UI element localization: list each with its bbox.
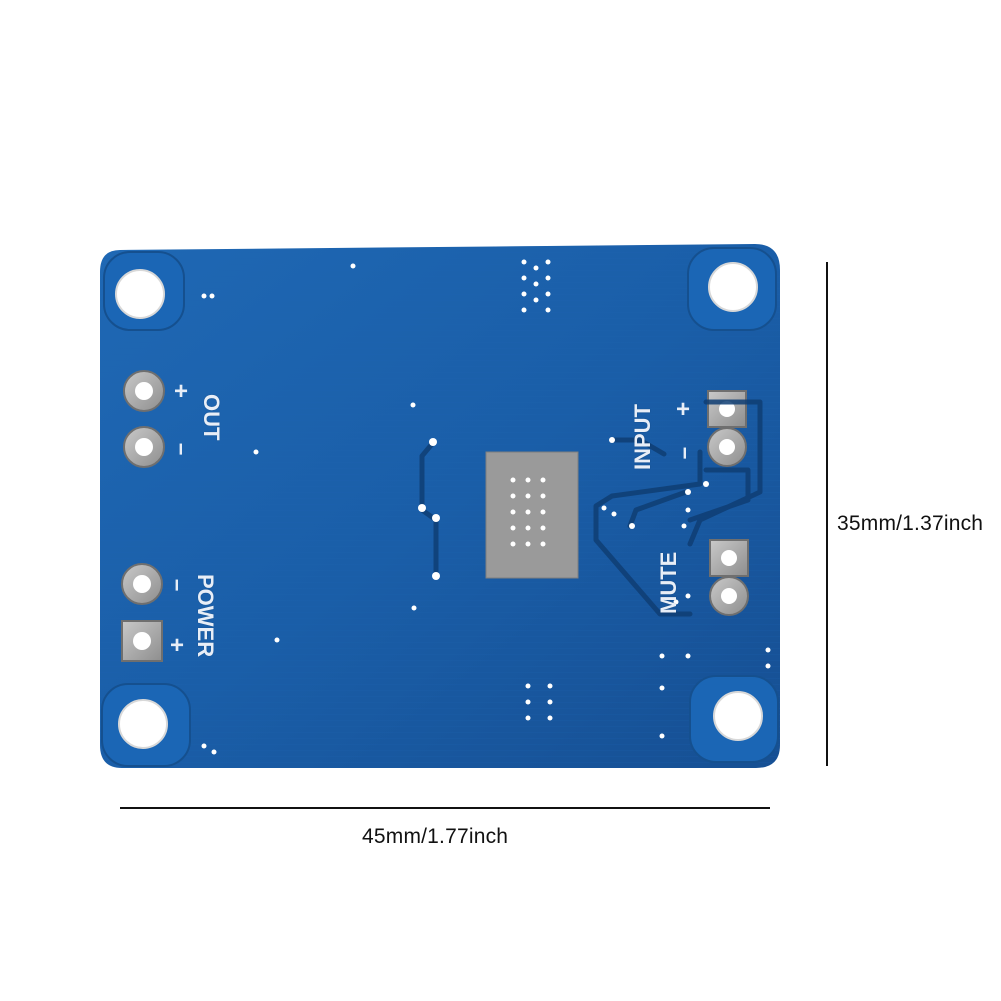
mounting-holes <box>101 247 779 767</box>
vias <box>201 259 771 755</box>
out-plus-sign: + <box>174 378 189 405</box>
thermal-pad <box>485 451 579 579</box>
input-plus-sign: + <box>676 396 691 423</box>
label-power: POWER <box>193 574 218 658</box>
label-input: INPUT <box>630 404 655 470</box>
power-plus-sign: + <box>170 632 185 659</box>
out-pads <box>123 370 165 468</box>
label-out: OUT <box>199 394 224 441</box>
label-mute: MUTE <box>656 551 681 614</box>
input-pads <box>707 390 747 467</box>
height-label: 35mm/1.37inch <box>837 512 984 535</box>
pcb-traces <box>419 399 763 617</box>
power-pads <box>121 563 163 662</box>
power-minus-sign: − <box>164 578 190 592</box>
width-label: 45mm/1.77inch <box>362 825 509 848</box>
out-minus-sign: − <box>168 442 194 456</box>
input-minus-sign: − <box>672 446 698 460</box>
mute-pads <box>709 539 749 616</box>
